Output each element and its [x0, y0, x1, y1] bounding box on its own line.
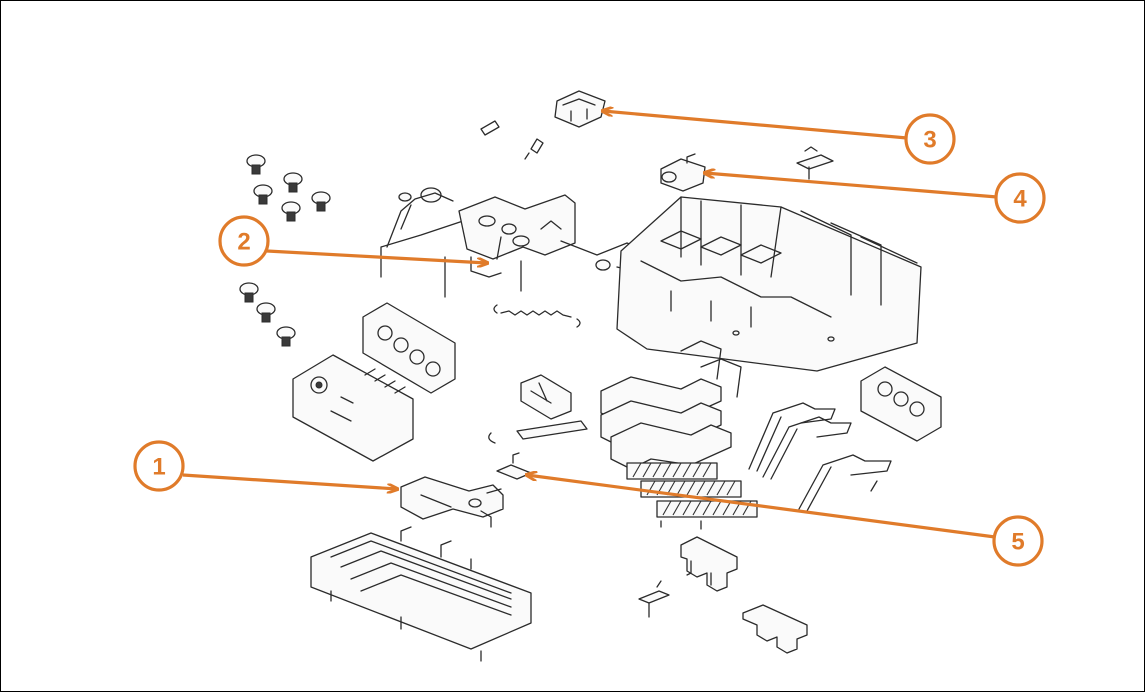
callout-1-label: 1 [152, 454, 165, 481]
callout-4: 4 [705, 172, 1046, 224]
callout-5-circle [992, 515, 1044, 567]
terminal-cover-left [292, 354, 414, 462]
callout-2-leader [266, 249, 487, 263]
latch-part-3 [554, 90, 606, 128]
flat-plate [488, 420, 588, 444]
lever-linkage [380, 187, 482, 278]
callout-5-leader [527, 475, 996, 539]
blade-contacts [748, 402, 892, 512]
small-pins [480, 120, 544, 160]
callout-1-circle [133, 440, 185, 492]
terminal-block-right [860, 366, 942, 442]
callout-1: 1 [133, 440, 397, 492]
callout-5: 5 [527, 475, 1044, 567]
knob-part-4 [660, 153, 706, 192]
stacked-contacts [600, 340, 742, 470]
terminal-screws-upper [246, 154, 331, 222]
spring [493, 304, 581, 328]
callout-5-label: 5 [1011, 529, 1024, 556]
callout-3-leader [603, 111, 908, 140]
contact-bracket-middle [520, 374, 572, 420]
main-housing [616, 196, 922, 372]
clip-part-5 [496, 452, 532, 480]
base-frame [310, 526, 532, 662]
callout-4-leader [705, 173, 998, 199]
callout-4-label: 4 [1013, 186, 1027, 213]
callout-3: 3 [603, 111, 956, 165]
bracket-top-right [796, 146, 834, 180]
callout-2: 2 [218, 215, 487, 267]
terminal-screws-lower [239, 282, 296, 347]
callout-1-leader [182, 473, 397, 489]
callout-3-label: 3 [923, 127, 936, 154]
trip-mechanism-part-1 [400, 476, 504, 528]
crossbar-part-2 [444, 194, 648, 298]
callout-4-circle [994, 172, 1046, 224]
callout-2-label: 2 [237, 229, 250, 256]
callout-3-circle [904, 113, 956, 165]
terminal-block-left-top [362, 302, 456, 394]
callout-2-circle [218, 215, 270, 267]
busbar-pieces [638, 536, 808, 654]
